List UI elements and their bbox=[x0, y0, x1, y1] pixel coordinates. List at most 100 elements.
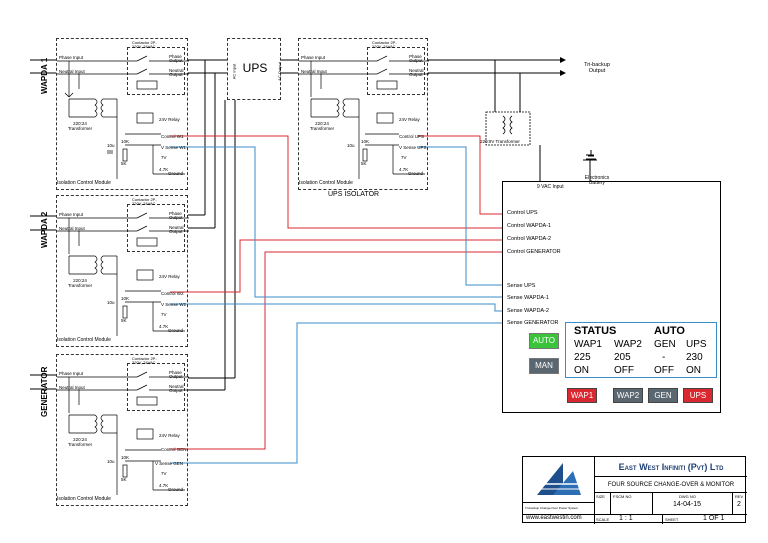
sheet-cell: SHEET 1 OF 1 bbox=[663, 515, 747, 524]
size-label: SIZE bbox=[596, 494, 605, 499]
ups-isolator-label: UPS ISOLATOR bbox=[328, 191, 380, 198]
dwg-number: 14-04-15 bbox=[673, 501, 702, 508]
drawing-title: FOUR SOURCE CHANGE-OVER & MONITOR bbox=[595, 477, 747, 493]
tri-backup-output-label: Tri-backup Output bbox=[584, 62, 610, 74]
contactor: Contactor 2P- 220V, 24VAC bbox=[127, 198, 185, 252]
scale-label: SCALE bbox=[596, 517, 610, 522]
cap-label: 10u bbox=[107, 300, 115, 305]
battery-icon bbox=[586, 150, 596, 160]
rev-cell: REV 2 bbox=[733, 493, 747, 515]
source-button-wap2[interactable]: WAP2 bbox=[613, 388, 643, 403]
contactor: Contactor 2P- 220V, 24VAC bbox=[367, 41, 425, 95]
dwg-label: DWG NO bbox=[679, 494, 696, 499]
company-name: East West Infiniti (Pvt) Ltd bbox=[595, 457, 747, 477]
state-wap2: OFF bbox=[614, 365, 634, 376]
scale-value: 1 : 1 bbox=[619, 515, 633, 522]
r5k-label: 5K bbox=[121, 477, 127, 482]
source-button-wap1[interactable]: WAP1 bbox=[567, 388, 597, 403]
neutral-input-label: Neutral Input bbox=[59, 385, 85, 390]
control-w1-label: Control W1 bbox=[161, 134, 184, 139]
r47k-label: 4.7K bbox=[399, 167, 409, 172]
transformer-label: 220:24 Transformer bbox=[67, 121, 93, 131]
phase-output-label: Phase Output bbox=[169, 370, 183, 379]
auto-button[interactable]: AUTO bbox=[529, 333, 559, 349]
control-gen-label: Control GEN bbox=[161, 447, 187, 452]
state-wap1: ON bbox=[574, 365, 589, 376]
phase-input-label: Phase Input bbox=[59, 371, 84, 376]
transformer-label: 220:24 Transformer bbox=[67, 437, 93, 447]
module-footer: Isolation Control Module bbox=[57, 180, 111, 186]
company-logo bbox=[533, 463, 583, 495]
ups-ac-output-label: AC Output bbox=[276, 62, 282, 81]
sense-w1-label: V Sense W1 bbox=[161, 145, 187, 150]
voltage-wap1: 225 bbox=[574, 352, 591, 363]
isolation-module-wapda2: Phase Input Neutral Input Contactor 2P- … bbox=[56, 195, 189, 347]
module-circuit bbox=[57, 371, 189, 495]
voltage-ups: 230 bbox=[686, 352, 703, 363]
module-footer: Isolation Control Module bbox=[57, 496, 111, 502]
isolation-module-ups: Phase Input Neutral Input Contactor 2P- … bbox=[298, 38, 429, 190]
neutral-output-label: Neutral Output bbox=[169, 225, 184, 234]
contactor: Contactor 2P- 220V, 24VAC bbox=[127, 41, 185, 95]
wapda1-label: WAPDA 1 bbox=[40, 57, 49, 94]
controller-unit: 9 VAC Input Electronics Battery Control … bbox=[502, 176, 721, 413]
phase-output-label: Phase Output bbox=[409, 54, 423, 63]
ground-label: Ground bbox=[408, 171, 424, 176]
status-title: STATUS bbox=[574, 325, 617, 337]
neutral-output-label: Neutral Output bbox=[169, 384, 184, 393]
fscm-label: FSCM NO bbox=[613, 494, 632, 499]
control-input-wapda2: Control WAPDA-2 bbox=[507, 236, 552, 242]
man-button[interactable]: MAN bbox=[529, 358, 559, 374]
control-input-ups: Control UPS bbox=[507, 210, 538, 216]
footnote: Tri-backup Change-Over Power System bbox=[525, 506, 579, 510]
isolation-module-generator: Phase Input Neutral Input Contactor 2P- … bbox=[56, 354, 189, 506]
wapda2-label: WAPDA 2 bbox=[40, 211, 49, 248]
sense-input-ups: Sense UPS bbox=[507, 283, 536, 289]
dwg-cell: DWG NO 14-04-15 bbox=[653, 493, 733, 515]
r47k-label: 4.7K bbox=[159, 324, 169, 329]
module-footer: Isolation Control Module bbox=[57, 337, 111, 343]
sense-gen-label: V Sense GEN bbox=[155, 461, 184, 466]
phase-input-label: Phase Input bbox=[59, 212, 84, 217]
contactor-label: Contactor 2P- 220V, 24VAC bbox=[132, 356, 157, 365]
module-circuit bbox=[299, 55, 429, 179]
rev-value: 2 bbox=[737, 501, 741, 508]
battery-label: Electronics Battery bbox=[584, 175, 610, 186]
sheet-label: SHEET bbox=[665, 517, 679, 522]
voltage-gen: - bbox=[662, 352, 666, 363]
r5k-label: 5K bbox=[121, 318, 127, 323]
r10k-label: 10K bbox=[121, 296, 130, 301]
module-circuit bbox=[57, 55, 189, 179]
footnote-cell: Tri-backup Change-Over Power System bbox=[523, 503, 595, 515]
ground-label: Ground bbox=[168, 171, 184, 176]
neutral-input-label: Neutral Input bbox=[59, 226, 85, 231]
header-wap1: WAP1 bbox=[574, 339, 602, 350]
contactor: Contactor 2P- 220V, 24VAC bbox=[127, 357, 185, 411]
module-footer: Isolation Control Module bbox=[299, 180, 353, 186]
control-input-wapda1: Control WAPDA-1 bbox=[507, 223, 552, 229]
scale-cell: SCALE 1 : 1 bbox=[595, 515, 663, 524]
sheet-value: 1 OF 1 bbox=[703, 515, 725, 522]
fscm-cell: FSCM NO bbox=[611, 493, 653, 515]
r47k-label: 4.7K bbox=[159, 167, 169, 172]
website: www.eastwestin.com bbox=[526, 515, 582, 521]
control-ups-label: Control UPS bbox=[399, 134, 425, 139]
ups-ac-input-label: AC Input bbox=[231, 63, 237, 80]
phase-output-label: Phase Output bbox=[169, 54, 183, 63]
source-button-ups[interactable]: UPS bbox=[683, 388, 713, 403]
output-transformer-label: 220:9V Transformer bbox=[480, 139, 520, 144]
header-ups: UPS bbox=[686, 339, 707, 350]
ups-block: UPS AC Input AC Output bbox=[227, 38, 282, 100]
relay-label: 24V Relay bbox=[159, 274, 180, 279]
neutral-input-label: Neutral Input bbox=[59, 69, 85, 74]
r10k-label: 10K bbox=[121, 455, 130, 460]
relay-label: 24V Relay bbox=[399, 117, 420, 122]
transformer-label: 220:24 Transformer bbox=[309, 121, 335, 131]
size-cell: SIZE bbox=[595, 493, 611, 515]
neutral-output-label: Neutral Output bbox=[169, 68, 184, 77]
source-button-gen[interactable]: GEN bbox=[648, 388, 678, 403]
control-input-generator: Control GENERATOR bbox=[507, 249, 561, 255]
sense-input-generator: Sense GENERATOR bbox=[507, 320, 559, 326]
phase-input-label: Phase Input bbox=[59, 55, 84, 60]
